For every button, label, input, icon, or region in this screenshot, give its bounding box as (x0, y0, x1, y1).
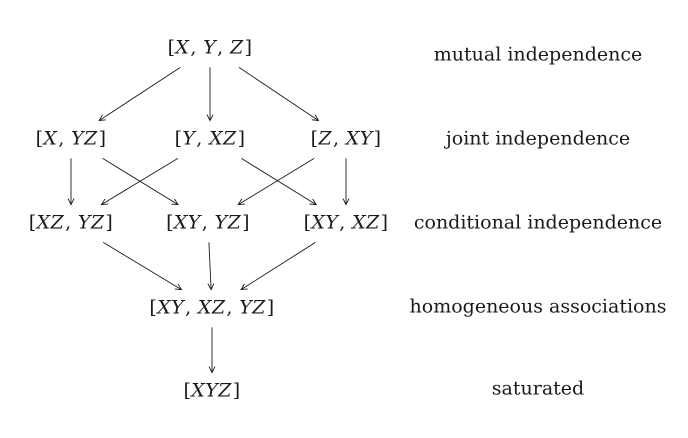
node-joint-independence-x: [X, YZ] (35, 127, 107, 150)
node-conditional-independence-xy-yz: [XY, YZ] (166, 211, 250, 234)
edge-mutual-to-z_xy (238, 67, 320, 122)
node-joint-independence-z: [Z, XY] (310, 127, 382, 150)
edge-z_xy-to-xy_yz (237, 158, 315, 206)
row-label-joint-independence: joint independence (445, 127, 631, 150)
node-joint-independence-y: [Y, XZ] (174, 127, 246, 150)
node-mutual-independence: [X, Y, Z] (167, 36, 253, 59)
row-label-saturated: saturated (491, 377, 585, 400)
node-saturated: [XYZ] (183, 379, 241, 402)
edge-y_xz-to-xy_xz (241, 158, 318, 206)
row-label-homogeneous-associations: homogeneous associations (409, 295, 667, 318)
edge-xy_yz-to-homogeneous (207, 242, 215, 291)
edge-mutual-to-x_yz (98, 67, 181, 122)
row-label-conditional-independence: conditional independence (413, 211, 663, 234)
edge-xz_yz-to-homogeneous (102, 242, 183, 291)
edge-xy_xz-to-homogeneous (240, 242, 316, 291)
node-homogeneous-associations: [XY, XZ, YZ] (149, 296, 275, 319)
row-label-mutual-independence: mutual independence (433, 43, 643, 66)
node-conditional-independence-xz-yz: [XZ, YZ] (28, 211, 114, 234)
node-conditional-independence-xy-xz: [XY, XZ] (303, 211, 389, 234)
edge-y_xz-to-xz_yz (100, 158, 179, 206)
edge-x_yz-to-xy_yz (102, 158, 179, 206)
